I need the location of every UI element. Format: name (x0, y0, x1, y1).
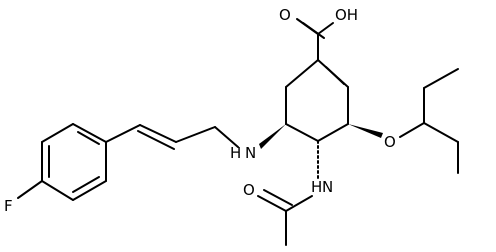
carboxylic-acid-group (296, 18, 334, 61)
hydroxyl-label: OH (335, 6, 358, 24)
cinnamyl-amine-chain (105, 124, 286, 150)
carboxyl-oxygen-label: O (279, 6, 291, 24)
amide-nitrogen-label: N (322, 178, 333, 196)
amide-oxygen-label: O (243, 181, 255, 199)
ether-oxygen-label: O (384, 133, 396, 151)
acetamido-group (257, 140, 319, 246)
pentyloxy-chain (348, 68, 459, 174)
fluorine-label: F (4, 197, 13, 215)
ether-wedge-bond (348, 124, 383, 138)
amine-nitrogen-label: N (245, 144, 256, 162)
fluorophenyl-ring (17, 123, 107, 201)
amide-hydrogen-label: H (311, 178, 322, 196)
amine-hydrogen-label: H (230, 144, 241, 162)
amine-wedge-bond (259, 124, 286, 149)
cyclohexene-ring (285, 59, 349, 142)
